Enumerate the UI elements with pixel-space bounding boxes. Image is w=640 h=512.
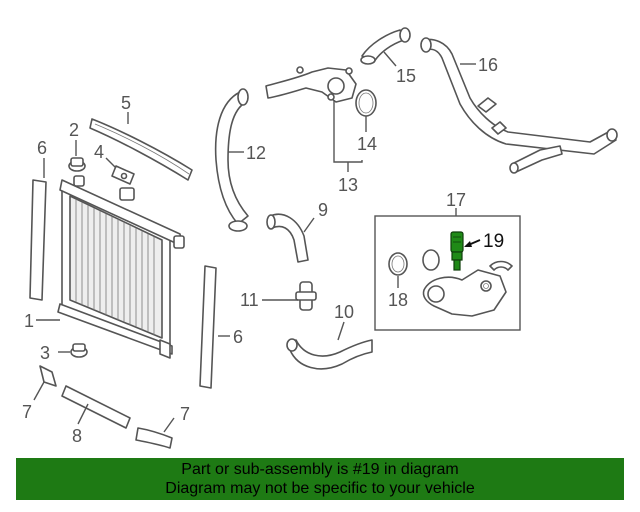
leader-lines (33, 51, 481, 433)
callout-6-right: 6 (233, 327, 243, 347)
thermostat-assembly-box (374, 215, 521, 331)
coolant-temperature-sensor (450, 231, 464, 271)
hose-fitting (295, 281, 317, 311)
callout-7-left: 7 (22, 402, 32, 422)
water-pipe (420, 37, 618, 174)
callout-8: 8 (72, 426, 82, 446)
heater-hose (266, 213, 309, 263)
callout-labels: 1 2 3 4 5 6 6 7 7 8 9 10 11 12 13 14 15 … (22, 55, 504, 446)
lower-hose (286, 338, 373, 370)
banner-line-2: Diagram may not be specific to your vehi… (165, 480, 475, 497)
radiator (57, 175, 185, 359)
side-seal-right (199, 265, 217, 389)
callout-17: 17 (446, 190, 466, 210)
info-banner: Part or sub-assembly is #19 in diagram D… (16, 458, 624, 500)
lower-support (61, 385, 131, 429)
upper-bracket (111, 165, 135, 185)
callout-7-right: 7 (180, 404, 190, 424)
side-seal-left (29, 179, 47, 301)
radiator-cap (68, 157, 86, 172)
upper-hose (214, 88, 249, 232)
callout-12: 12 (246, 143, 266, 163)
gasket-18 (388, 252, 408, 276)
callout-13: 13 (338, 175, 358, 195)
water-outlet (265, 66, 357, 103)
lower-mount-right (135, 427, 173, 449)
callout-4: 4 (94, 142, 104, 162)
drain-plug (70, 343, 88, 358)
callout-10: 10 (334, 302, 354, 322)
bypass-hose (360, 27, 411, 65)
banner-line-1: Part or sub-assembly is #19 in diagram (181, 461, 459, 478)
callout-19: 19 (483, 231, 504, 252)
housing (422, 269, 507, 317)
callout-1: 1 (24, 311, 34, 331)
callout-15: 15 (396, 66, 416, 86)
inner-seal (422, 249, 440, 271)
callout-18: 18 (388, 290, 408, 310)
callout-16: 16 (478, 55, 498, 75)
callout-2: 2 (69, 120, 79, 140)
callout-14: 14 (357, 134, 377, 154)
callout-9: 9 (318, 200, 328, 220)
radiator-upper-support (89, 118, 193, 181)
lower-mount-left (39, 365, 57, 387)
outlet-gasket (355, 89, 377, 117)
callout-11: 11 (240, 290, 259, 310)
callout-3: 3 (40, 343, 50, 363)
callout-5: 5 (121, 93, 131, 113)
callout-6-left: 6 (37, 138, 47, 158)
clip (489, 260, 513, 271)
